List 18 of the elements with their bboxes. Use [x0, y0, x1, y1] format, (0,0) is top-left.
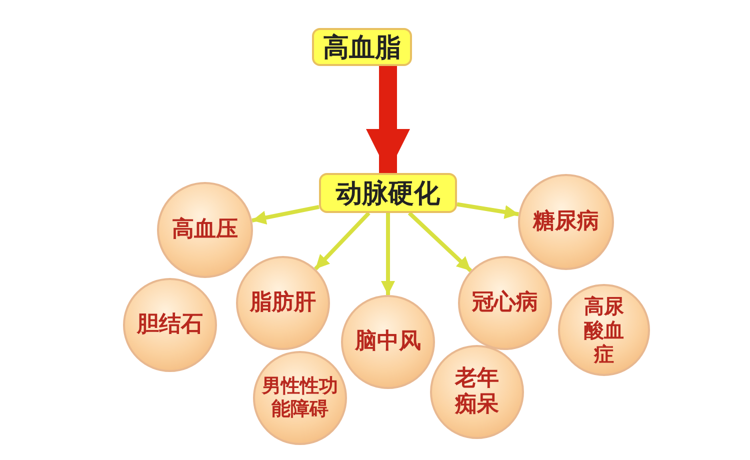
arrow [456, 202, 519, 219]
disease-name: 高尿酸血症 [583, 294, 625, 366]
text-box: 动脉硬化 [319, 173, 457, 213]
arrow [408, 212, 472, 272]
disease-name: 高血压 [171, 216, 239, 244]
arrow [252, 204, 320, 225]
disease-circle [458, 256, 552, 350]
disease-name: 老年痴呆 [454, 366, 500, 418]
arrow [314, 212, 370, 270]
arrow [381, 213, 395, 295]
disease-name: 男性性功能障碍 [260, 375, 339, 421]
disease-name: 脂肪肝 [248, 290, 317, 316]
disease-name: 冠心病 [471, 290, 539, 316]
disease-name: 脑中风 [354, 328, 422, 356]
arrow [366, 66, 410, 173]
disease-name: 胆结石 [136, 312, 204, 338]
disease-name: 糖尿病 [532, 208, 600, 236]
text-box: 高血脂 [312, 28, 412, 66]
